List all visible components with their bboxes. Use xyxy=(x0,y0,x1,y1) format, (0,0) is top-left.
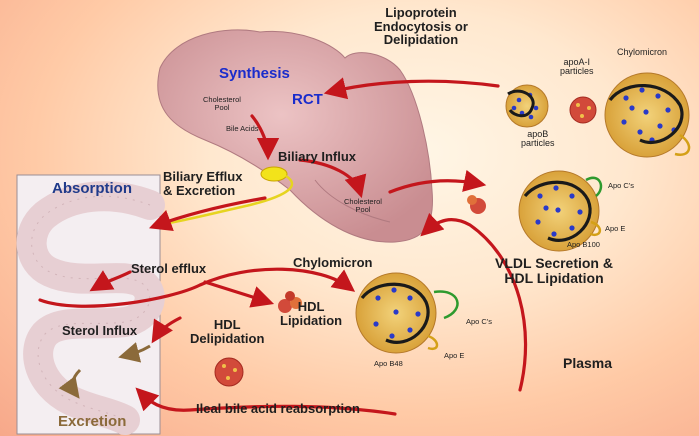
label-lipoprotein-endocytosis: Lipoprotein Endocytosis or Delipidation xyxy=(374,5,468,48)
label-absorption: Absorption xyxy=(52,180,132,197)
label-apo-cs-lower: Apo C's xyxy=(466,317,493,326)
label-apo-e-right: Apo E xyxy=(605,224,626,233)
label-apo-cs-right: Apo C's xyxy=(608,181,635,190)
label-hdl-delipidation: HDL Delipidation xyxy=(190,317,265,346)
label-apo-b48: Apo B48 xyxy=(374,359,403,368)
label-sterol-influx: Sterol Influx xyxy=(62,323,138,338)
label-apoa1-particles: apoA-I particles xyxy=(560,57,594,77)
label-excretion: Excretion xyxy=(58,413,127,430)
label-chylomicron-top: Chylomicron xyxy=(617,47,668,57)
excretion-arrows xyxy=(58,342,151,399)
label-biliary-influx: Biliary Influx xyxy=(278,149,357,164)
label-sterol-efflux: Sterol efflux xyxy=(131,261,207,276)
label-apob-particles: apoB particles xyxy=(521,129,555,149)
label-cholesterol-pool-lower: Cholesterol Pool xyxy=(344,197,382,214)
label-cholesterol-pool-upper: Cholesterol Pool xyxy=(203,95,241,112)
label-apo-e-lower: Apo E xyxy=(444,351,465,360)
label-chylomicron-mid: Chylomicron xyxy=(293,255,373,270)
label-plasma: Plasma xyxy=(563,355,613,371)
label-rct: RCT xyxy=(292,91,323,108)
label-bile-acids: Bile Acids xyxy=(226,124,259,133)
label-ileal-bile: Ileal bile acid reabsorption xyxy=(196,401,360,416)
label-vldl-secretion: VLDL Secretion & HDL Lipidation xyxy=(495,255,613,286)
liver-organ xyxy=(157,29,434,243)
label-biliary-efflux: Biliary Efflux & Excretion xyxy=(163,169,243,198)
lipoprotein-particle xyxy=(214,72,691,387)
gallbladder xyxy=(260,166,288,182)
label-hdl-lipidation: HDL Lipidation xyxy=(280,299,343,328)
label-synthesis: Synthesis xyxy=(219,65,290,82)
flow-arrows xyxy=(38,77,528,416)
label-apo-b100: Apo B100 xyxy=(567,240,600,249)
